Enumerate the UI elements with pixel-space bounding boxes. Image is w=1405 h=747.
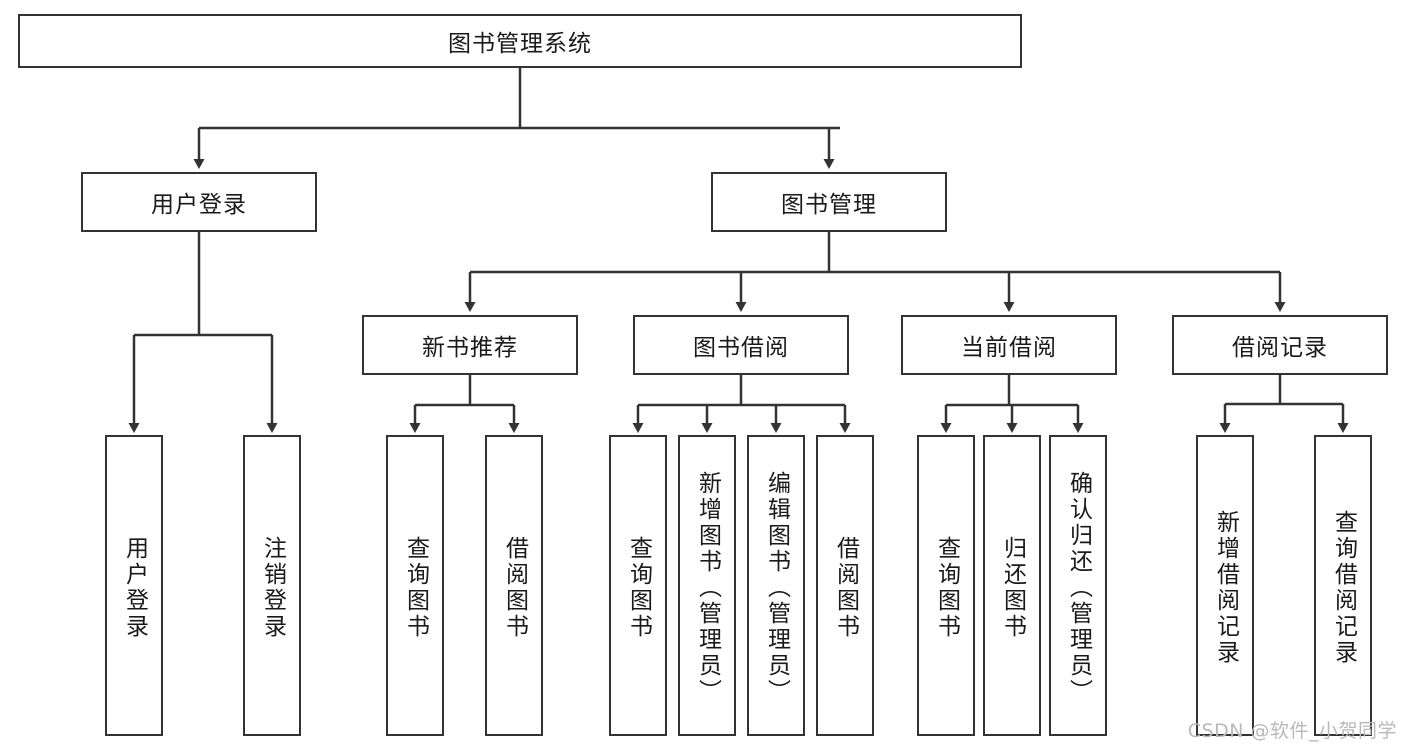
node-borrow-record-label: 借阅记录 bbox=[1232, 335, 1328, 361]
node-borrow-record[interactable]: 借阅记录 bbox=[1172, 315, 1388, 375]
node-leaf-user-logout-label: 注销登录 bbox=[259, 535, 286, 640]
node-leaf-add-book[interactable]: 新增图书（管理员） bbox=[678, 435, 736, 736]
node-current-borrow-label: 当前借阅 bbox=[961, 335, 1057, 361]
node-book-manage-label: 图书管理 bbox=[781, 192, 877, 218]
node-leaf-edit-book-label: 编辑图书（管理员） bbox=[763, 470, 790, 705]
node-leaf-query-record-label: 查询借阅记录 bbox=[1330, 509, 1357, 666]
node-leaf-user-logout[interactable]: 注销登录 bbox=[243, 435, 301, 736]
node-leaf-edit-book[interactable]: 编辑图书（管理员） bbox=[747, 435, 805, 736]
node-user-login-label: 用户登录 bbox=[151, 192, 247, 218]
node-leaf-return-book-label: 归还图书 bbox=[999, 535, 1026, 640]
node-new-book-recommend-label: 新书推荐 bbox=[422, 335, 518, 361]
node-book-borrow[interactable]: 图书借阅 bbox=[633, 315, 849, 375]
node-leaf-query-book-3-label: 查询图书 bbox=[933, 535, 960, 640]
node-leaf-query-record[interactable]: 查询借阅记录 bbox=[1314, 435, 1372, 736]
node-leaf-borrow-book-2[interactable]: 借阅图书 bbox=[816, 435, 874, 736]
node-root-label: 图书管理系统 bbox=[448, 31, 592, 57]
csdn-watermark: CSDN @软件_小贺同学 bbox=[1187, 720, 1397, 742]
node-leaf-borrow-book-1-label: 借阅图书 bbox=[501, 535, 528, 640]
node-leaf-add-record-label: 新增借阅记录 bbox=[1212, 509, 1239, 666]
node-book-borrow-label: 图书借阅 bbox=[693, 335, 789, 361]
node-leaf-confirm-return[interactable]: 确认归还（管理员） bbox=[1049, 435, 1107, 736]
node-book-manage[interactable]: 图书管理 bbox=[711, 172, 947, 232]
node-leaf-confirm-return-label: 确认归还（管理员） bbox=[1065, 470, 1092, 705]
node-leaf-user-login-label: 用户登录 bbox=[121, 535, 148, 640]
node-leaf-query-book-2-label: 查询图书 bbox=[625, 535, 652, 640]
node-leaf-query-book-2[interactable]: 查询图书 bbox=[609, 435, 667, 736]
node-current-borrow[interactable]: 当前借阅 bbox=[901, 315, 1117, 375]
node-leaf-borrow-book-2-label: 借阅图书 bbox=[832, 535, 859, 640]
node-user-login[interactable]: 用户登录 bbox=[81, 172, 317, 232]
node-leaf-user-login[interactable]: 用户登录 bbox=[105, 435, 163, 736]
node-leaf-add-book-label: 新增图书（管理员） bbox=[694, 470, 721, 705]
node-new-book-recommend[interactable]: 新书推荐 bbox=[362, 315, 578, 375]
node-leaf-query-book-1[interactable]: 查询图书 bbox=[386, 435, 444, 736]
node-leaf-query-book-1-label: 查询图书 bbox=[402, 535, 429, 640]
node-leaf-add-record[interactable]: 新增借阅记录 bbox=[1196, 435, 1254, 736]
node-leaf-return-book[interactable]: 归还图书 bbox=[983, 435, 1041, 736]
node-leaf-query-book-3[interactable]: 查询图书 bbox=[917, 435, 975, 736]
node-leaf-borrow-book-1[interactable]: 借阅图书 bbox=[485, 435, 543, 736]
node-root[interactable]: 图书管理系统 bbox=[18, 14, 1022, 68]
